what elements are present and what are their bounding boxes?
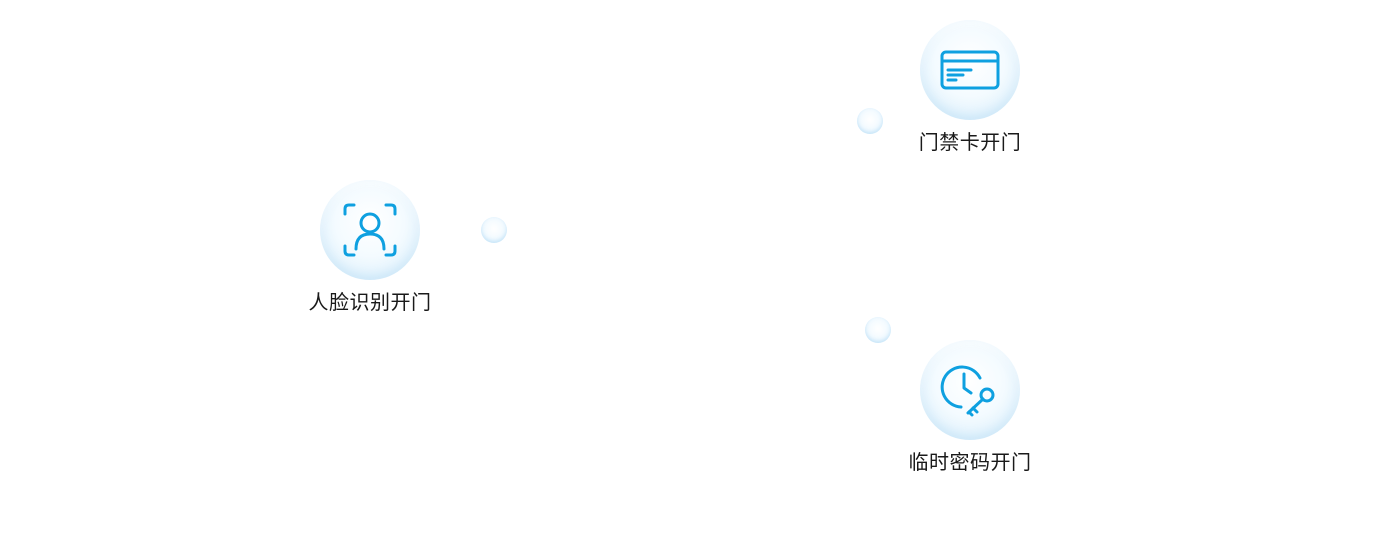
feature-label: 人脸识别开门 (308, 290, 432, 314)
feature-orb[interactable] (920, 20, 1020, 120)
clock-key-icon (940, 365, 995, 417)
feature-orb[interactable] (920, 340, 1020, 440)
feature-temp-password-unlock[interactable]: 临时密码开门 (890, 340, 1050, 474)
feature-card-unlock[interactable]: 门禁卡开门 (890, 20, 1050, 154)
feature-label: 门禁卡开门 (918, 130, 1022, 154)
feature-label: 临时密码开门 (908, 450, 1032, 474)
decorative-bubble (865, 317, 891, 343)
card-icon (940, 50, 1000, 90)
feature-face-unlock[interactable]: 人脸识别开门 (290, 180, 450, 314)
feature-orb[interactable] (320, 180, 420, 280)
face-scan-icon (343, 203, 397, 257)
decorative-bubble (857, 108, 883, 134)
decorative-bubble (481, 217, 507, 243)
